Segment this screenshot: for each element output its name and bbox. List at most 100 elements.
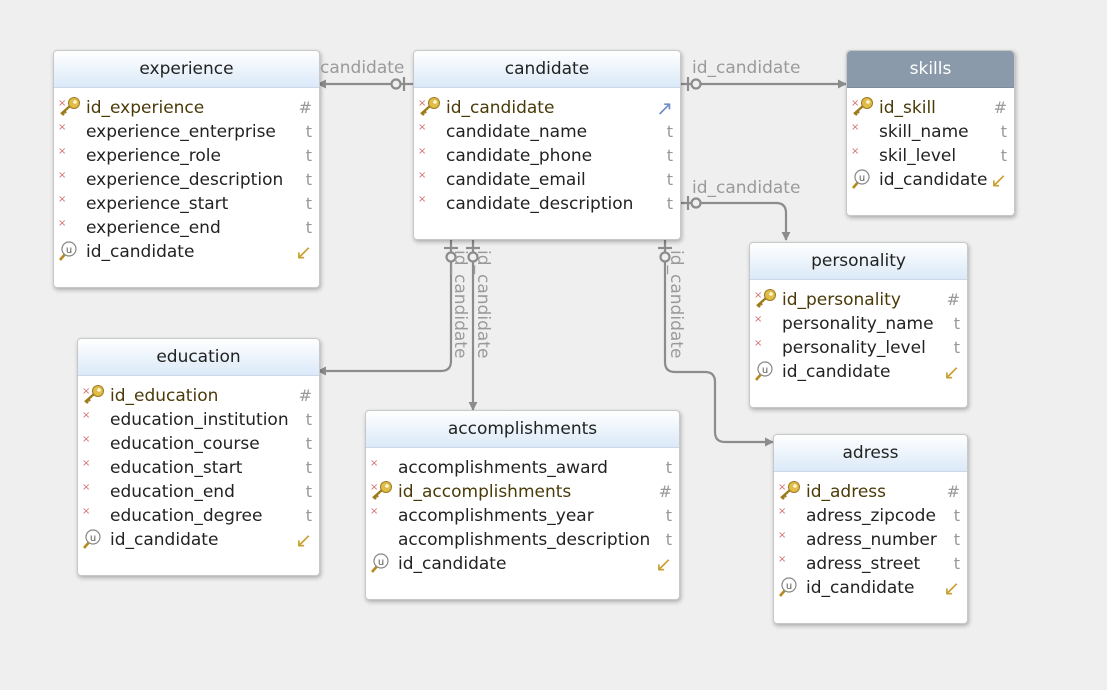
foreign-key-icon: u bbox=[753, 360, 781, 384]
column-type-icon: # bbox=[946, 290, 960, 309]
not-null-icon: × bbox=[58, 218, 67, 229]
entity-title-accomplishments[interactable]: accomplishments bbox=[366, 411, 679, 448]
column-type-icon: t bbox=[305, 434, 312, 453]
column-row[interactable]: ×id_candidate↗ bbox=[414, 96, 680, 120]
entity-education[interactable]: education × id_education # × education_instit… bbox=[77, 338, 320, 576]
column-row[interactable]: ×id_adress # bbox=[774, 480, 967, 504]
column-row[interactable]: ×id_skill# bbox=[847, 96, 1014, 120]
not-null-icon: × bbox=[58, 194, 67, 205]
foreign-key-arrow-icon: ↙ bbox=[655, 552, 672, 576]
column-type-icon: # bbox=[946, 482, 960, 501]
not-null-icon: × bbox=[82, 506, 91, 517]
column-type-icon: t bbox=[305, 170, 312, 189]
column-name: id_experience bbox=[86, 98, 205, 118]
svg-text:u: u bbox=[90, 533, 96, 544]
entity-title-education[interactable]: education bbox=[78, 339, 319, 376]
column-name: id_adress bbox=[806, 482, 887, 502]
primary-key-icon: × bbox=[777, 480, 805, 504]
entity-experience[interactable]: experience ×id_experience#×experience_ent… bbox=[53, 50, 320, 288]
foreign-key-icon: u bbox=[369, 552, 397, 576]
primary-key-icon: × bbox=[417, 96, 445, 120]
entity-title-experience[interactable]: experience bbox=[54, 51, 319, 88]
column-type-icon: t bbox=[665, 506, 672, 525]
entity-title-candidate[interactable]: candidate bbox=[414, 51, 680, 88]
column-name: adress_street bbox=[806, 554, 921, 574]
reference-arrow-icon: ↗ bbox=[656, 96, 673, 120]
column-name: id_education bbox=[110, 386, 219, 406]
column-row[interactable]: ×id_experience# bbox=[54, 96, 319, 120]
column-name: accomplishments_year bbox=[398, 506, 594, 526]
not-null-icon: × bbox=[418, 122, 427, 133]
column-name: id_candidate bbox=[110, 530, 219, 550]
entity-title-skills[interactable]: skills bbox=[847, 51, 1014, 88]
not-null-icon: × bbox=[778, 506, 787, 517]
not-null-icon: × bbox=[418, 194, 427, 205]
column-row[interactable]: ×id_education# bbox=[78, 384, 319, 408]
relation-candidate-adress bbox=[663, 238, 774, 447]
entity-title-adress[interactable]: adress bbox=[774, 435, 967, 472]
column-row[interactable]: ×id_accomplishments# bbox=[366, 480, 679, 504]
column-row[interactable]: ×id_personality# bbox=[750, 288, 967, 312]
column-name: candidate_phone bbox=[446, 146, 593, 166]
column-name: education_institution bbox=[110, 410, 289, 430]
relation-label-accomplishments: id_candidate bbox=[473, 250, 493, 359]
column-type-icon: # bbox=[298, 386, 312, 405]
primary-key-icon: × bbox=[850, 96, 878, 120]
column-type-icon: t bbox=[305, 194, 312, 213]
column-type-icon: t bbox=[666, 122, 673, 141]
not-null-icon: × bbox=[82, 482, 91, 493]
not-null-icon: × bbox=[58, 146, 67, 157]
column-icon bbox=[369, 528, 397, 552]
entity-title-personality[interactable]: personality bbox=[750, 243, 967, 280]
column-type-icon: t bbox=[1000, 146, 1007, 165]
column-name: adress_number bbox=[806, 530, 937, 550]
column-name: id_accomplishments bbox=[398, 482, 572, 502]
relation-label-education: id_candidate bbox=[450, 250, 470, 359]
svg-text:u: u bbox=[66, 245, 72, 256]
primary-key-icon: × bbox=[369, 480, 397, 504]
column-type-icon: t bbox=[305, 410, 312, 429]
not-null-icon: × bbox=[82, 434, 91, 445]
entity-personality[interactable]: personality×id_personality#×personality_… bbox=[749, 242, 968, 408]
column-name: id_skill bbox=[879, 98, 936, 118]
column-name: skil_level bbox=[879, 146, 957, 166]
not-null-icon: × bbox=[58, 122, 67, 133]
foreign-key-arrow-icon: ↙ bbox=[295, 240, 312, 264]
column-name: id_candidate bbox=[806, 578, 915, 598]
